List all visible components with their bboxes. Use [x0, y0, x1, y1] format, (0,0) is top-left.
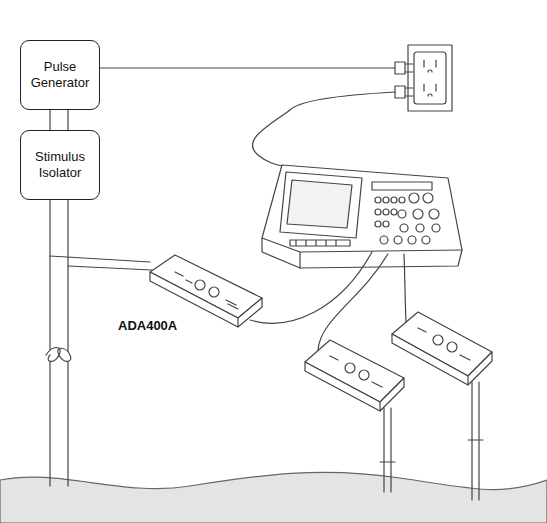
power-cord [252, 92, 395, 168]
box-text: Stimulus Isolator [21, 149, 99, 181]
process-box: Stimulus Isolator [20, 130, 100, 200]
amplifier [305, 340, 404, 411]
part-label: ADA400A [116, 318, 179, 333]
plug [395, 86, 413, 98]
electrode [380, 408, 395, 492]
amplifier [150, 255, 262, 327]
box-text: Pulse Generator [21, 59, 99, 91]
electrode [468, 382, 483, 500]
signal-cable [250, 252, 372, 323]
break-symbol [46, 348, 71, 362]
power-cord [100, 67, 395, 68]
process-box: Pulse Generator [20, 40, 100, 110]
signal-cable [318, 254, 388, 350]
ground-surface [0, 472, 547, 523]
connector [50, 110, 68, 130]
plug [395, 62, 413, 74]
signal-cable [404, 254, 406, 322]
stimulus-lead [67, 200, 68, 486]
stimulus-lead [49, 200, 50, 486]
amplifier [392, 312, 492, 385]
oscilloscope [262, 165, 462, 268]
wall-outlet [408, 45, 452, 111]
